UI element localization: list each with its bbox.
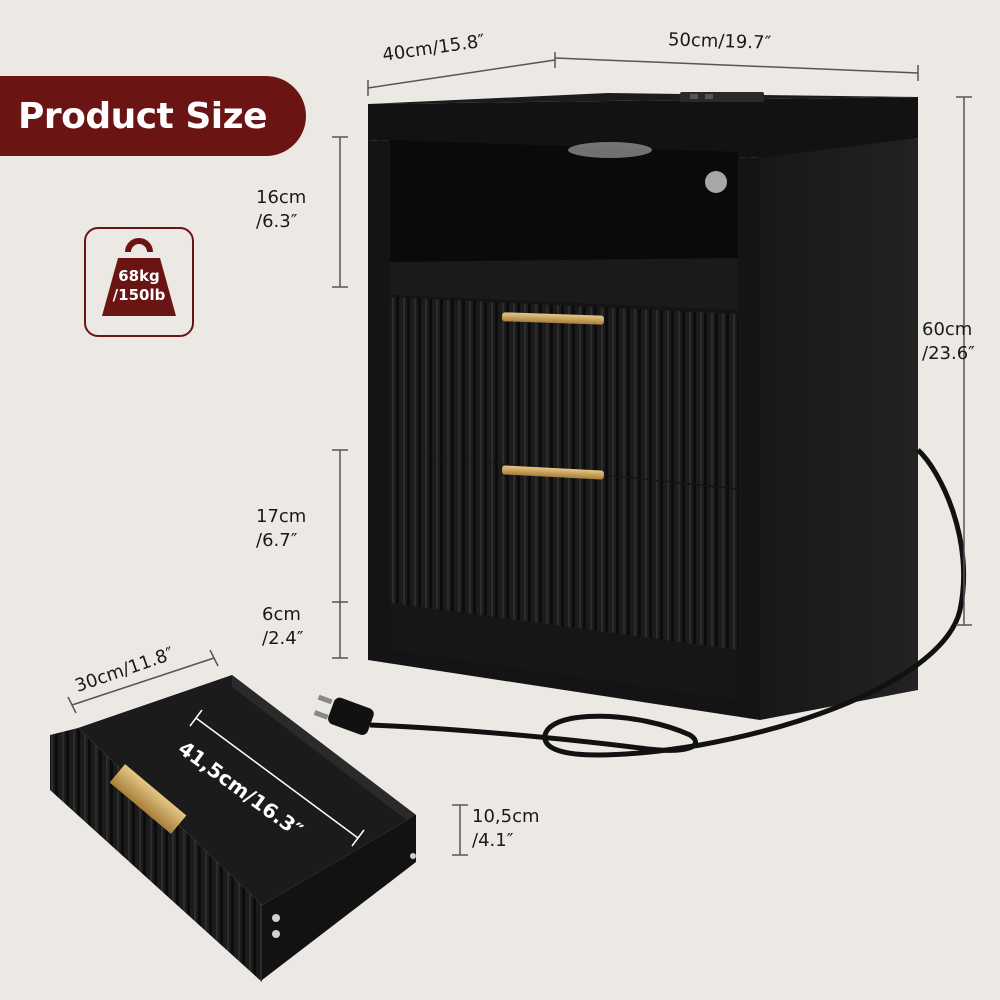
weight-icon [102,238,176,316]
power-plug-icon [313,448,967,758]
loose-drawer-front [50,728,262,982]
total-height-label: 60cm /23.6″ [922,319,975,364]
weight-kg: 68kg [118,267,160,285]
loose-drawer [50,675,416,982]
nightstand-base [390,603,738,700]
drawer-top [390,297,738,488]
drawer-length-line [189,709,365,847]
loose-drawer-handle [109,764,187,834]
drawer-bottom-handle [501,465,604,480]
drawer-bottom [390,452,738,650]
loose-drawer-interior [78,675,416,905]
drawer-depth-label: 10,5cm /4.1″ [472,806,540,851]
nightstand-top [368,97,918,158]
base-height-label: 6cm /2.4″ [262,604,304,649]
shelf-height-label: 16cm /6.3″ [256,187,307,232]
dimension-lines [67,52,972,856]
weight-capacity-badge: 68kg /150lb [84,227,194,337]
weight-capacity-text: 68kg /150lb [86,267,192,305]
nightstand-side-panel [760,138,918,720]
top-width-label: 50cm/19.7″ [667,29,772,54]
drawer-height-label: 17cm /6.7″ [256,506,307,551]
product-size-banner: Product Size [0,76,306,156]
drawer-top-handle [501,312,605,325]
usb-charging-port-icon [680,92,764,102]
banner-title: Product Size [18,95,268,137]
weight-lb: /150lb [112,286,166,304]
nightstand [368,92,918,720]
